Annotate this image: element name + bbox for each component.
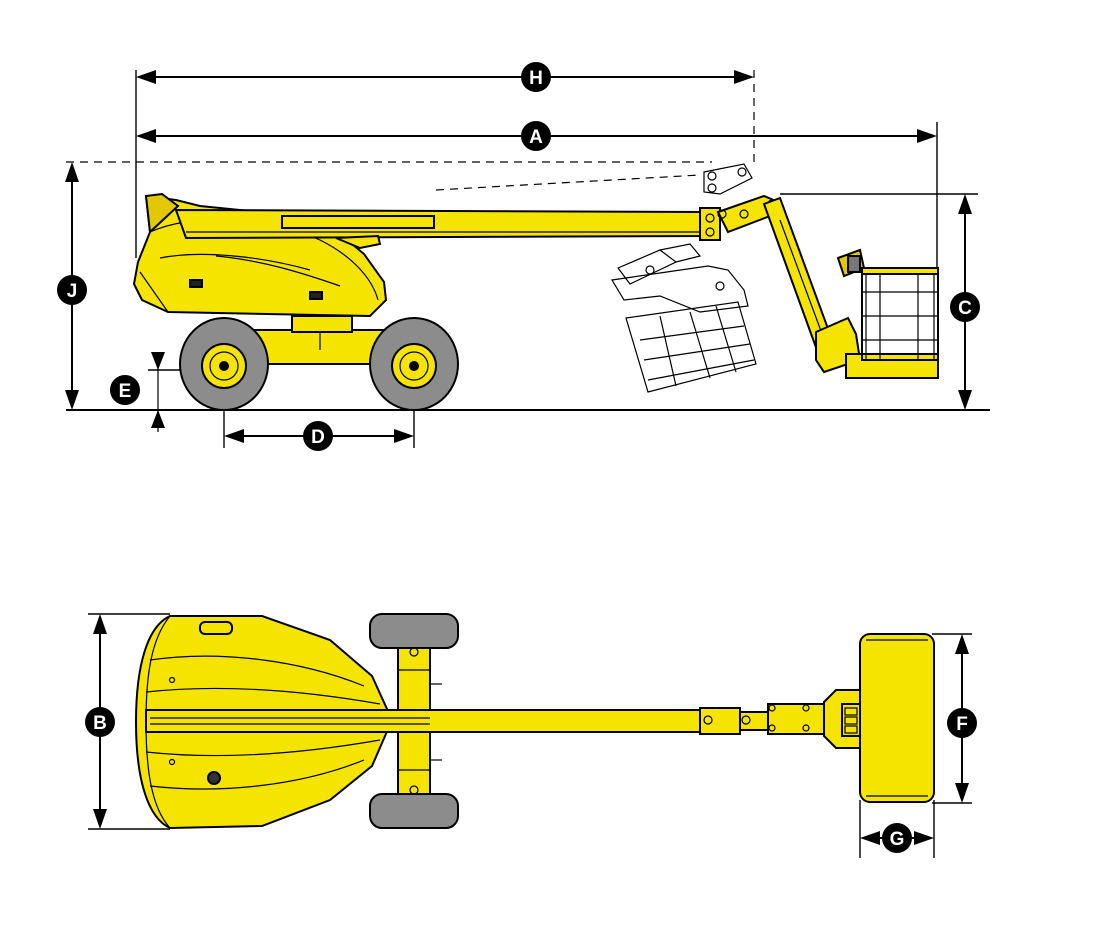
- platform-rotated-outline: [611, 243, 757, 393]
- dimension-badge-c: C: [950, 292, 980, 322]
- dimension-badge-f-label: F: [956, 714, 968, 735]
- boom-top: [145, 689, 870, 749]
- platform-side: [836, 248, 939, 379]
- dimension-badge-d: D: [303, 421, 333, 451]
- dimension-badge-c-label: C: [958, 298, 972, 319]
- dimension-badge-f: F: [947, 708, 977, 738]
- front-wheel: [369, 317, 459, 411]
- dimension-badge-b: B: [85, 707, 115, 737]
- main-boom: [174, 207, 721, 250]
- dimension-badge-j-label: J: [67, 281, 78, 302]
- dimension-badge-h-label: H: [529, 68, 543, 89]
- jib-raised-outline: [703, 163, 753, 195]
- dimension-badge-g-label: G: [890, 829, 905, 850]
- side-view: [65, 70, 990, 448]
- platform-top: [859, 633, 935, 803]
- dimension-badge-a-label: A: [529, 127, 543, 148]
- dimension-badge-b-label: B: [93, 713, 107, 734]
- top-view: [88, 613, 972, 858]
- dimension-f: [932, 633, 972, 804]
- dimension-badge-h: H: [521, 62, 551, 92]
- dimension-badge-j: J: [57, 275, 87, 305]
- dimension-badge-e-label: E: [119, 381, 132, 402]
- rear-wheel: [179, 317, 269, 411]
- dimension-badge-g: G: [882, 823, 912, 853]
- dimension-badge-a: A: [521, 121, 551, 151]
- dimension-h: [135, 70, 755, 258]
- dimension-badge-e: E: [110, 375, 140, 405]
- dimension-badge-d-label: D: [311, 427, 325, 448]
- dimension-j: [65, 161, 712, 410]
